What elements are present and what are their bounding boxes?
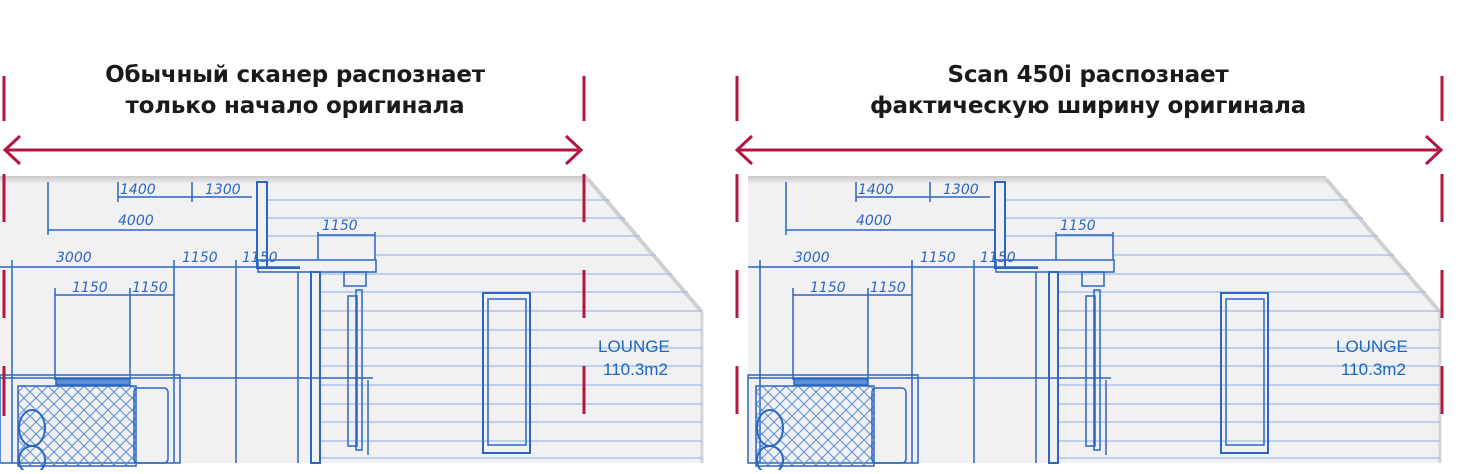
title-line-2: фактическую ширину оригинала bbox=[869, 93, 1307, 119]
dim-label: 4000 bbox=[856, 213, 892, 229]
panel-scan-450i: Scan 450i распознает фактическую ширину … bbox=[732, 0, 1462, 474]
title-line-1: Scan 450i распознает bbox=[947, 62, 1229, 88]
blueprint-image: 1400 1300 4000 3000 1150 1150 1150 1150 … bbox=[738, 170, 1448, 470]
panel-title: Обычный сканер распознает только начало … bbox=[0, 60, 590, 122]
dim-label: 1150 bbox=[980, 250, 1016, 266]
dim-label: 3000 bbox=[56, 250, 92, 266]
dim-label: 1400 bbox=[858, 182, 894, 198]
blueprint-image: 1400 1300 4000 3000 1150 1150 1150 1150 … bbox=[0, 170, 710, 470]
width-indicator bbox=[734, 76, 1444, 414]
panel-conventional-scanner: Обычный сканер распознает только начало … bbox=[0, 0, 720, 474]
dim-label: 1150 bbox=[322, 218, 358, 234]
dim-label: 1150 bbox=[182, 250, 218, 266]
dim-label: 4000 bbox=[118, 213, 154, 229]
dim-label: 1150 bbox=[870, 280, 906, 296]
room-name: LOUNGE bbox=[598, 337, 670, 356]
title-line-1: Обычный сканер распознает bbox=[105, 62, 485, 88]
dim-label: 1300 bbox=[943, 182, 979, 198]
room-name: LOUNGE bbox=[1336, 337, 1408, 356]
dim-label: 1300 bbox=[205, 182, 241, 198]
dim-label: 1400 bbox=[120, 182, 156, 198]
room-area: 110.3m2 bbox=[1341, 360, 1406, 379]
floor-plan-drawing: 1400 1300 4000 3000 1150 1150 1150 1150 … bbox=[0, 176, 704, 470]
dim-label: 1150 bbox=[1060, 218, 1096, 234]
floor-plan-drawing: 1400 1300 4000 3000 1150 1150 1150 1150 … bbox=[747, 176, 1442, 470]
room-area: 110.3m2 bbox=[603, 360, 668, 379]
dim-label: 1150 bbox=[920, 250, 956, 266]
dim-label: 3000 bbox=[794, 250, 830, 266]
dim-label: 1150 bbox=[132, 280, 168, 296]
panel-title: Scan 450i распознает фактическую ширину … bbox=[732, 60, 1444, 122]
width-indicator bbox=[2, 76, 586, 416]
dim-label: 1150 bbox=[72, 280, 108, 296]
dim-label: 1150 bbox=[810, 280, 846, 296]
dim-label: 1150 bbox=[242, 250, 278, 266]
title-line-2: только начало оригинала bbox=[125, 93, 465, 119]
